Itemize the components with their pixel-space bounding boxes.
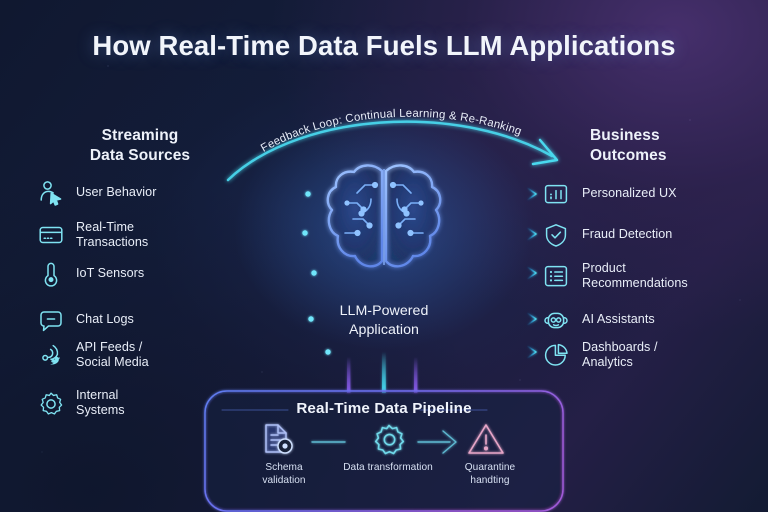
list-icon: [543, 263, 569, 289]
rss-feed-icon: [38, 342, 64, 368]
source-label: User Behavior: [76, 185, 157, 200]
center-label: LLM-Powered Application: [300, 302, 468, 339]
outcome-item-dashboards-analytics[interactable]: Dashboards /Analytics: [543, 340, 763, 371]
outcome-label: AI Assistants: [582, 312, 655, 327]
left-heading-line1: Streaming: [101, 127, 179, 144]
step-icon-warning-triangle: [468, 424, 504, 454]
output-connectors: [451, 187, 537, 359]
llm-brain-graphic: [313, 155, 455, 300]
shield-check-icon: [543, 222, 569, 248]
right-column-heading: Business Outcomes: [590, 126, 740, 166]
outcome-label: Dashboards /Analytics: [582, 340, 658, 370]
robot-icon: [543, 307, 569, 333]
pipeline-step-label: Data transformation: [343, 462, 433, 473]
center-label-line2: Application: [349, 321, 419, 338]
outcome-label: Fraud Detection: [582, 227, 673, 242]
outcome-item-personalized-ux[interactable]: Personalized UX: [543, 181, 763, 207]
credit-card-icon: [38, 222, 64, 248]
gear-icon: [38, 390, 64, 416]
source-item-chat-logs[interactable]: Chat Logs: [38, 307, 238, 333]
outcome-label: Personalized UX: [582, 186, 677, 201]
step-icon-gear: [374, 424, 405, 455]
thermometer-icon: [38, 261, 64, 287]
left-heading-line2: Data Sources: [89, 146, 191, 164]
source-label: IoT Sensors: [76, 266, 145, 281]
outcome-item-ai-assistants[interactable]: AI Assistants: [543, 307, 763, 333]
source-item-user-behavior[interactable]: User Behavior: [38, 180, 238, 206]
source-item-iot-sensors[interactable]: IoT Sensors: [38, 261, 238, 287]
bar-chart-icon: [543, 181, 569, 207]
user-cursor-icon: [38, 180, 64, 206]
pipeline-title: Real-Time Data Pipeline: [296, 400, 472, 417]
pipeline-beams: [347, 352, 418, 393]
input-connectors: [177, 191, 331, 401]
source-item-api-feeds[interactable]: API Feeds /Social Media: [38, 340, 238, 371]
right-heading-line1: Business: [590, 127, 660, 144]
source-label: API Feeds /Social Media: [76, 340, 149, 370]
center-label-line1: LLM-Powered: [339, 303, 429, 319]
chat-bubble-icon: [38, 307, 64, 333]
right-heading-line2: Outcomes: [590, 146, 667, 164]
source-label: Chat Logs: [76, 312, 134, 327]
left-column-heading: Streaming Data Sources: [70, 126, 210, 166]
page-title: How Real-Time Data Fuels LLM Application…: [92, 30, 676, 61]
feedback-loop-arc: [226, 120, 559, 182]
pie-chart-icon: [543, 342, 569, 368]
step-icon-document-check: [265, 424, 293, 454]
outcome-item-fraud-detection[interactable]: Fraud Detection: [543, 222, 763, 248]
